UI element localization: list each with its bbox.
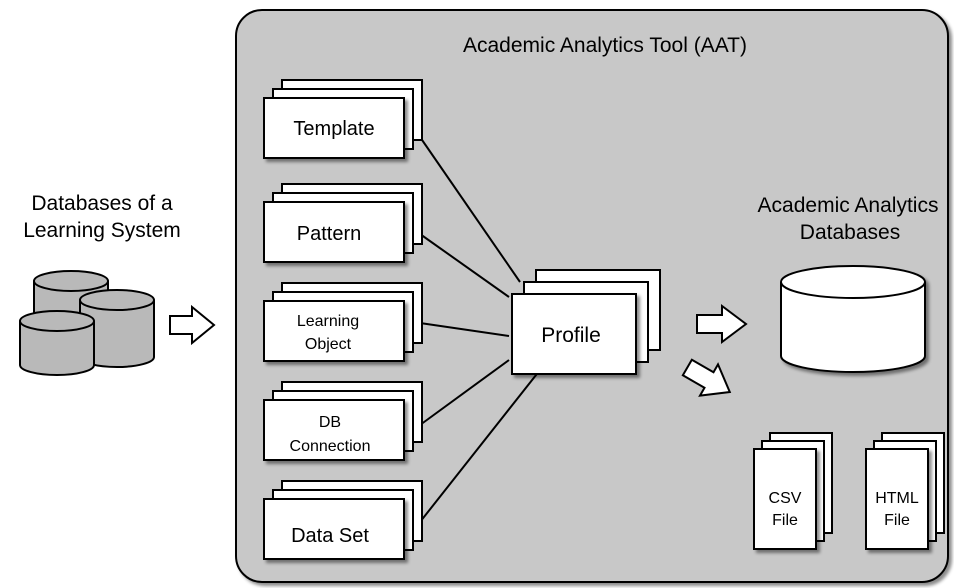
db-connection-label-line2: Connection: [290, 438, 371, 455]
source-db-label-line2: Learning System: [23, 219, 181, 242]
profile-stack: [511, 269, 661, 375]
db-connection-stack: [263, 381, 423, 461]
data-set-label: Data Set: [291, 525, 369, 547]
source-database-icons: [19, 270, 155, 376]
analytics-database-icon: [780, 265, 926, 373]
data-set-stack: [263, 480, 423, 560]
html-file-stack: [865, 432, 945, 550]
csv-file-label-line2: File: [772, 512, 798, 529]
input-arrow-icon: [169, 304, 216, 346]
profile-to-files-arrow-icon: [681, 358, 732, 397]
database-cylinder-icon: [79, 289, 155, 368]
html-file-label-line1: HTML: [875, 490, 919, 507]
connector-data-set: [419, 369, 541, 523]
learning-object-stack: [263, 282, 423, 362]
learning-object-label-line2: Object: [305, 336, 352, 353]
html-file-label-line2: File: [884, 512, 910, 529]
analytics-db-label-line1: Academic Analytics: [758, 194, 939, 217]
database-cylinder-icon: [19, 310, 95, 376]
connector-learning-object: [419, 322, 510, 337]
profile-to-db-arrow-icon: [696, 304, 748, 344]
learning-object-label-line1: Learning: [297, 313, 359, 330]
aat-title: Academic Analytics Tool (AAT): [463, 34, 747, 57]
template-label: Template: [293, 118, 374, 140]
profile-label: Profile: [541, 324, 601, 347]
connector-db-connection: [419, 359, 510, 426]
db-connection-label-line1: DB: [319, 414, 341, 431]
connector-template: [419, 136, 521, 283]
csv-file-label-line1: CSV: [769, 490, 802, 507]
pattern-stack: [263, 183, 423, 263]
template-stack: [263, 79, 423, 159]
analytics-db-label-line2: Databases: [800, 221, 900, 244]
pattern-label: Pattern: [297, 223, 361, 245]
source-db-label-line1: Databases of a: [31, 192, 173, 215]
csv-file-stack: [753, 432, 833, 550]
connector-lines: [419, 136, 541, 523]
connector-pattern: [419, 233, 510, 298]
